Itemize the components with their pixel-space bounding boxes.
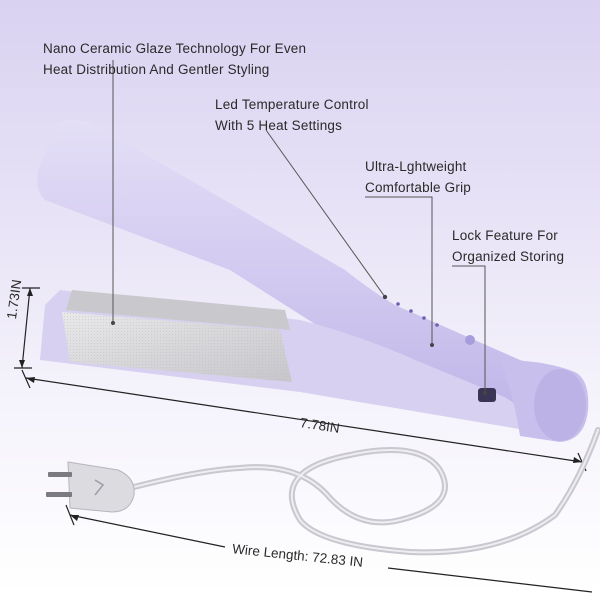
dimension-arrow-icon (14, 287, 40, 369)
feature-line: With 5 Heat Settings (215, 118, 343, 133)
feature-line: Heat Distribution And Gentler Styling (43, 62, 270, 77)
feature-line: Organized Storing (452, 249, 565, 264)
feature-label-lock: Lock Feature For Organized Storing (452, 225, 564, 267)
feature-label-ceramic: Nano Ceramic Glaze Technology For Even H… (43, 38, 306, 80)
feature-line: Ultra-Lghtweight (365, 159, 467, 174)
upper-plate (66, 290, 290, 330)
feature-line: Comfortable Grip (365, 180, 471, 195)
power-cord-icon (127, 427, 600, 556)
end-cap (534, 369, 586, 441)
feature-line: Nano Ceramic Glaze Technology For Even (43, 41, 307, 56)
plug-icon (46, 461, 135, 513)
upper-arm (37, 119, 586, 427)
length-dimension-arrow (21, 369, 587, 472)
feature-line: Led Temperature Control (215, 97, 369, 112)
wire-length-arrow (65, 504, 593, 593)
feature-line: Lock Feature For (452, 228, 558, 243)
leader-line-4 (452, 265, 486, 392)
feature-label-grip: Ultra-Lghtweight Comfortable Grip (365, 156, 471, 198)
feature-label-led: Led Temperature Control With 5 Heat Sett… (215, 94, 369, 136)
leader-line-3 (365, 196, 433, 345)
leader-line-2 (265, 129, 386, 298)
